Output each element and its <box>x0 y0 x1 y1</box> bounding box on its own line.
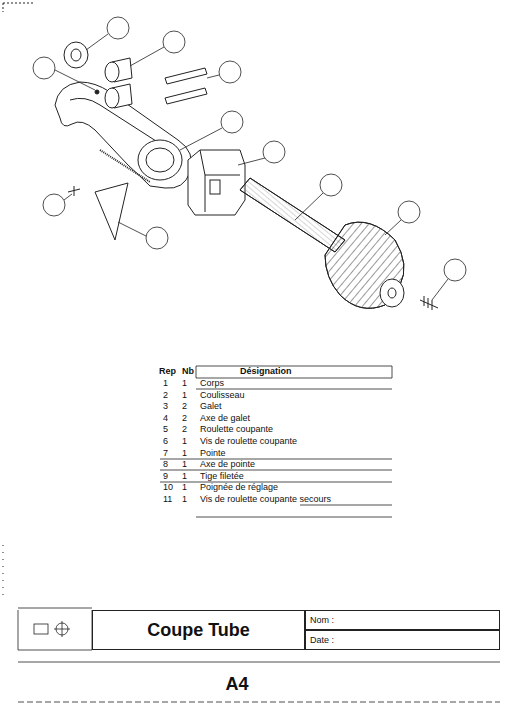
table-cell: Axe de galet <box>200 413 250 424</box>
node-text: A4 <box>225 674 248 695</box>
table-cell: 1 <box>182 494 187 505</box>
table-cell: Axe de pointe <box>200 459 255 470</box>
table-cell: 2 <box>182 401 187 412</box>
table-cell: Roulette coupante <box>200 424 273 435</box>
table-cell: 1 <box>182 471 187 482</box>
table-cell: 6 <box>163 436 168 447</box>
table-cell: 8 <box>163 459 168 470</box>
table-cell: 3 <box>163 401 168 412</box>
node-text: Date : <box>310 635 334 645</box>
table-cell: 11 <box>163 494 172 505</box>
table-cell: Pointe <box>200 448 226 459</box>
table-cell: 1 <box>182 482 187 493</box>
table-header: Nb <box>182 366 194 377</box>
table-cell: 5 <box>163 424 168 435</box>
table-cell: 1 <box>182 390 187 401</box>
table-cell: 1 <box>182 436 187 447</box>
table-cell: Vis de roulette coupante <box>200 436 297 447</box>
table-cell: 1 <box>182 459 187 470</box>
table-cell: Coulisseau <box>200 390 245 401</box>
table-cell: 1 <box>163 378 168 389</box>
table-cell: 2 <box>182 413 187 424</box>
table-cell: 2 <box>163 390 168 401</box>
node-text: Coupe Tube <box>147 620 250 641</box>
date-field: Date : <box>305 630 500 650</box>
table-cell: 9 <box>163 471 168 482</box>
table-cell: 1 <box>182 448 187 459</box>
name-field: Nom : <box>305 610 500 630</box>
table-cell: 7 <box>163 448 168 459</box>
table-cell: Poignée de réglage <box>200 482 278 493</box>
table-header: Rep <box>159 366 176 377</box>
table-cell: Galet <box>200 401 222 412</box>
table-cell: 2 <box>182 424 187 435</box>
format-cell: A4 <box>92 668 382 700</box>
table-cell: Tige filetée <box>200 471 244 482</box>
table-header: Désignation <box>240 366 292 377</box>
table-cell: Vis de roulette coupante secours <box>200 494 331 505</box>
table-cell: 4 <box>163 413 168 424</box>
table-cell: Corps <box>200 378 224 389</box>
node-text: Nom : <box>310 615 334 625</box>
title-cell: Coupe Tube <box>92 610 305 650</box>
table-cell: 10 <box>163 482 173 493</box>
table-cell: 1 <box>182 378 187 389</box>
